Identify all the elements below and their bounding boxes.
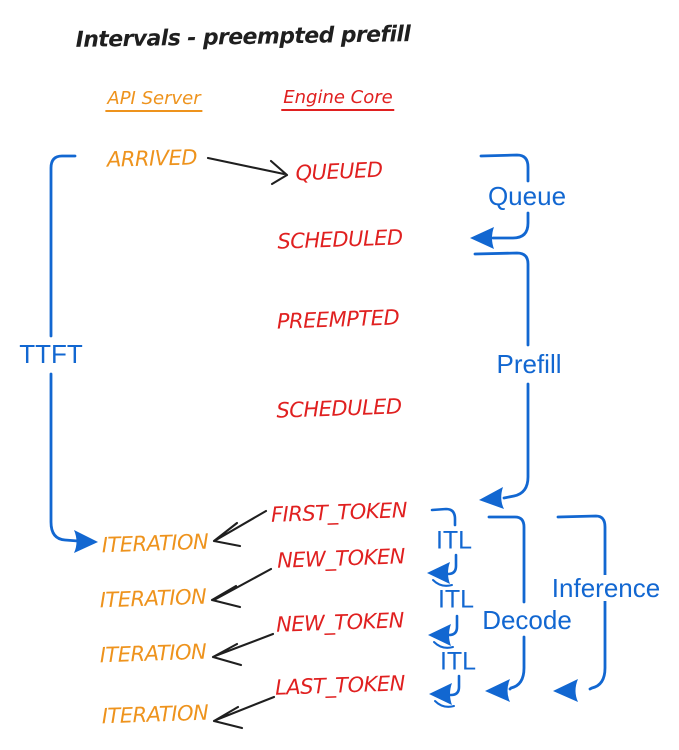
event-last-token: LAST_TOKEN bbox=[274, 671, 406, 700]
prefill-arrowhead-left-icon bbox=[479, 487, 504, 509]
inference-arrowhead-left-icon bbox=[553, 679, 578, 702]
event-iteration-3: ITERATION bbox=[99, 639, 207, 668]
decode-bracket-top-line bbox=[487, 515, 526, 604]
event-new-token-2: NEW_TOKEN bbox=[275, 608, 405, 637]
arrow-last-token-to-iteration4 bbox=[212, 695, 276, 730]
arrow-new-token1-to-iteration2 bbox=[210, 567, 273, 609]
event-arrows bbox=[206, 156, 289, 730]
itl1-arrow-tail-line bbox=[432, 579, 453, 587]
itl3-arrow-tail-line bbox=[434, 700, 455, 708]
itl1-top-hook-line bbox=[430, 507, 457, 527]
arrow-first-token-to-iteration1 bbox=[212, 509, 268, 548]
itl3-arrowhead-left-icon bbox=[429, 683, 452, 705]
event-preempted: PREEMPTED bbox=[276, 305, 400, 334]
itl1-arrowhead-left-icon bbox=[427, 562, 450, 584]
event-queued: QUEUED bbox=[295, 157, 383, 186]
page-title: Intervals - preempted prefill bbox=[75, 22, 411, 53]
column-header-api-server: API Server bbox=[105, 90, 203, 112]
itl-bracket-2 bbox=[428, 614, 459, 649]
event-arrived: ARRIVED bbox=[106, 145, 198, 172]
interval-label-itl-2: ITL bbox=[434, 587, 478, 613]
ttft-arrowhead-right-icon bbox=[74, 530, 98, 553]
decode-bracket bbox=[485, 515, 526, 702]
itl3-return-stem-line bbox=[448, 674, 461, 697]
itl2-arrow-tail-line bbox=[433, 641, 454, 649]
event-iteration-4: ITERATION bbox=[101, 700, 209, 729]
itl-bracket-3 bbox=[429, 674, 461, 708]
inference-bracket-bottom-line bbox=[588, 599, 607, 691]
itl-bracket-1 bbox=[427, 507, 458, 587]
arrow-new-token2-to-iteration3 bbox=[211, 632, 275, 667]
event-iteration-2: ITERATION bbox=[99, 584, 207, 613]
itl2-return-stem-line bbox=[446, 614, 459, 637]
event-scheduled-1: SCHEDULED bbox=[276, 225, 403, 254]
column-header-engine-core: Engine Core bbox=[281, 89, 395, 111]
queue-arrowhead-left-icon bbox=[470, 227, 494, 249]
prefill-bracket-bottom-line bbox=[502, 382, 530, 500]
inference-bracket-top-line bbox=[556, 514, 607, 577]
event-first-token: FIRST_TOKEN bbox=[270, 498, 408, 527]
queue-bracket-top-line bbox=[479, 153, 530, 183]
prefill-bracket-top-line bbox=[473, 251, 530, 347]
ttft-bracket-bottom-line bbox=[49, 372, 80, 543]
decode-bracket-bottom-line bbox=[508, 635, 526, 691]
interval-label-itl-3: ITL bbox=[436, 649, 480, 675]
interval-label-inference: Inference bbox=[548, 575, 664, 601]
interval-label-prefill: Prefill bbox=[493, 351, 565, 377]
interval-label-itl-1: ITL bbox=[432, 528, 476, 554]
prefill-bracket bbox=[473, 251, 530, 509]
ttft-bracket bbox=[49, 154, 98, 553]
interval-label-ttft: TTFT bbox=[16, 341, 86, 367]
ttft-bracket-top-line bbox=[49, 154, 77, 338]
queue-bracket bbox=[470, 153, 530, 249]
inference-bracket bbox=[553, 514, 607, 702]
arrow-arrived-to-queued bbox=[206, 156, 289, 186]
decode-arrowhead-left-icon bbox=[485, 679, 510, 702]
interval-label-decode: Decode bbox=[479, 607, 575, 633]
itl2-arrowhead-left-icon bbox=[428, 624, 451, 646]
event-iteration-1: ITERATION bbox=[101, 529, 209, 558]
queue-bracket-bottom-line bbox=[491, 211, 530, 240]
event-new-token-1: NEW_TOKEN bbox=[276, 544, 406, 573]
event-scheduled-2: SCHEDULED bbox=[275, 394, 402, 423]
interval-label-queue: Queue bbox=[484, 183, 570, 209]
